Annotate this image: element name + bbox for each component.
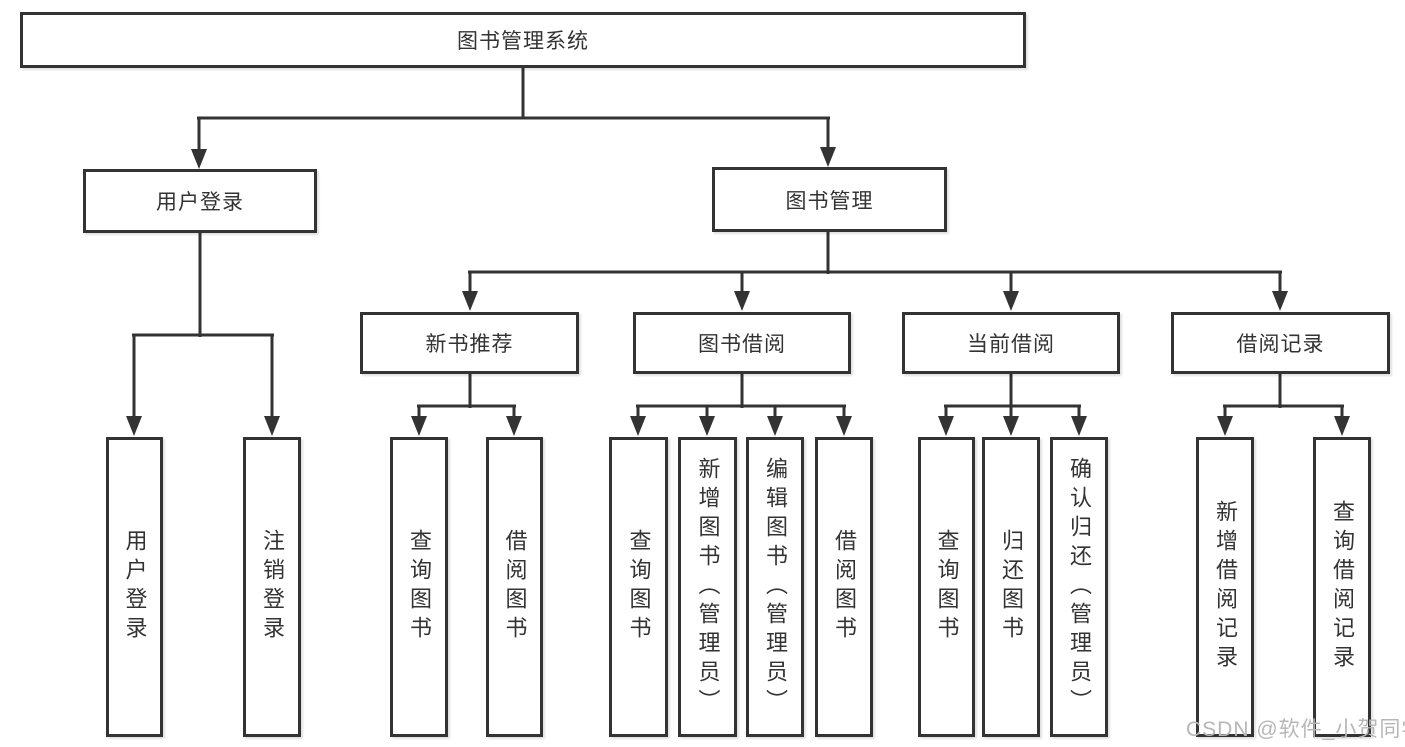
node-query-borrow-record-label: 查询借阅记录 (1330, 500, 1355, 674)
node-current-borrowing: 当前借阅 (902, 312, 1120, 374)
node-book-management: 图书管理 (712, 167, 947, 232)
node-edit-book-admin: 编辑图书（管理员） (746, 437, 804, 737)
node-user-login: 用户登录 (83, 169, 317, 233)
node-current-borrowing-label: 当前借阅 (967, 333, 1055, 356)
node-user-login-leaf-label: 用户登录 (122, 529, 148, 645)
node-add-book-admin: 新增图书（管理员） (678, 437, 737, 737)
node-confirm-return-admin: 确认归还（管理员） (1050, 437, 1108, 737)
node-borrowing-records: 借阅记录 (1171, 312, 1390, 374)
node-new-book-recommend: 新书推荐 (360, 312, 579, 374)
node-new-book-recommend-label: 新书推荐 (425, 333, 514, 356)
node-borrow-books-recommend-label: 借阅图书 (502, 529, 528, 645)
node-query-books-current: 查询图书 (918, 437, 975, 737)
node-borrowing-records-label: 借阅记录 (1236, 333, 1325, 356)
node-query-books-current-label: 查询图书 (934, 529, 960, 645)
node-edit-book-admin-label: 编辑图书（管理员） (763, 456, 788, 718)
node-book-borrowing-label: 图书借阅 (698, 333, 786, 356)
node-borrow-books-leaf: 借阅图书 (815, 437, 873, 737)
node-add-borrow-record-label: 新增借阅记录 (1213, 500, 1238, 674)
node-book-borrowing: 图书借阅 (633, 312, 851, 374)
node-user-login-label: 用户登录 (156, 191, 244, 214)
node-query-books-borrowing-label: 查询图书 (626, 529, 652, 645)
node-query-books-borrowing: 查询图书 (609, 437, 668, 737)
node-logout-label: 注销登录 (260, 529, 285, 645)
node-query-books-recommend-label: 查询图书 (407, 529, 432, 645)
node-logout: 注销登录 (243, 437, 301, 737)
node-add-borrow-record: 新增借阅记录 (1196, 437, 1254, 737)
node-confirm-return-admin-label: 确认归还（管理员） (1067, 456, 1092, 718)
node-return-book-label: 归还图书 (999, 529, 1024, 645)
watermark-text: CSDN @软件_小贺同学 (1186, 718, 1405, 741)
node-borrow-books-leaf-label: 借阅图书 (832, 529, 857, 645)
node-query-books-recommend: 查询图书 (390, 437, 448, 737)
node-borrow-books-recommend: 借阅图书 (486, 437, 543, 737)
node-query-borrow-record: 查询借阅记录 (1313, 437, 1371, 737)
node-user-login-leaf: 用户登录 (106, 437, 163, 737)
node-library-system: 图书管理系统 (20, 12, 1026, 68)
node-return-book: 归还图书 (982, 437, 1040, 737)
node-add-book-admin-label: 新增图书（管理员） (695, 456, 721, 718)
node-book-management-label: 图书管理 (785, 189, 874, 213)
node-library-system-label: 图书管理系统 (457, 30, 589, 53)
